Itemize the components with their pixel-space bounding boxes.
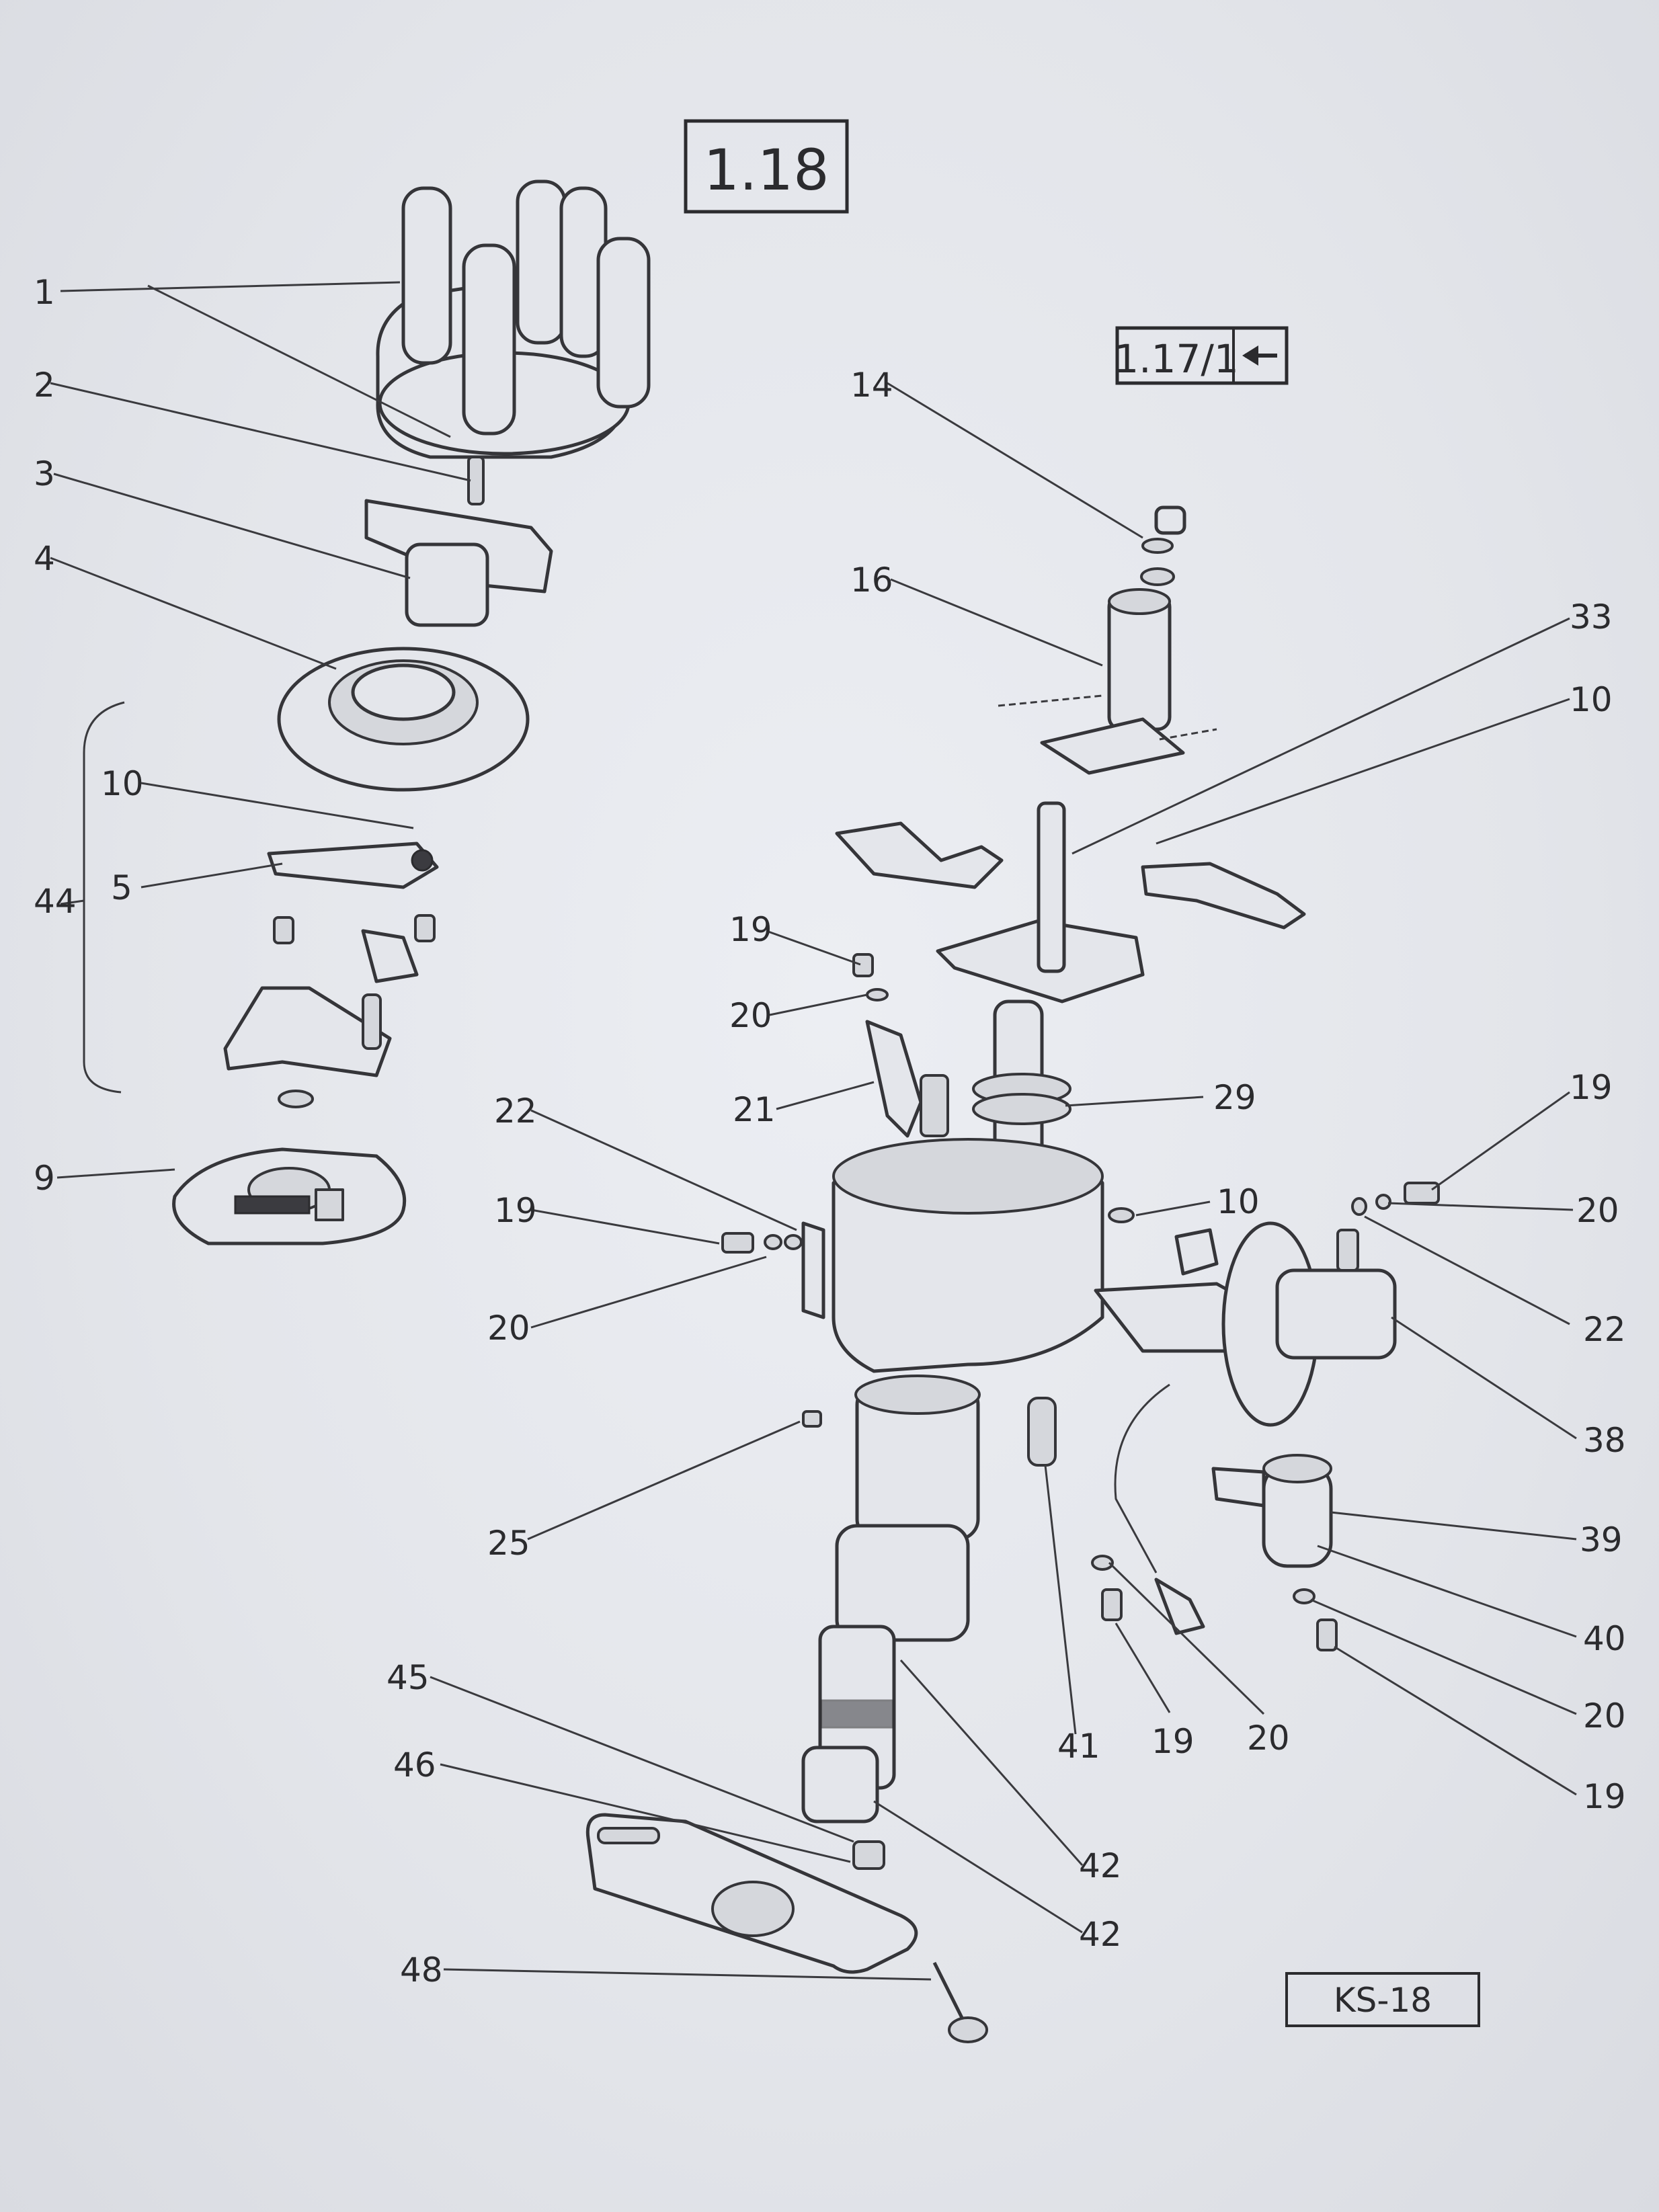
- callout-4: 4: [34, 539, 55, 578]
- spring-contact-drawing: [467, 456, 485, 505]
- callout-19-lower-right: 19: [1583, 1777, 1626, 1816]
- callout-19-lower: 19: [1151, 1722, 1195, 1761]
- callout-20-upper: 20: [729, 996, 772, 1035]
- reference-box: 1.17/1: [1114, 326, 1289, 385]
- callout-10-center: 10: [1217, 1182, 1260, 1221]
- arrow-left-icon: [1242, 345, 1277, 366]
- callout-19-upper: 19: [729, 910, 772, 949]
- callout-1: 1: [34, 273, 55, 312]
- centrifugal-weights-drawing: [835, 821, 1306, 930]
- small-hardware-drawing: [721, 953, 1440, 1651]
- callout-41: 41: [1057, 1727, 1100, 1766]
- callout-38: 38: [1583, 1421, 1626, 1460]
- clamp-plate-drawing: [585, 1813, 988, 2043]
- breaker-plate-drawing: [172, 1147, 407, 1245]
- callout-2: 2: [34, 366, 55, 405]
- callout-10-right: 10: [1570, 680, 1613, 719]
- callout-14: 14: [850, 366, 893, 405]
- callout-16: 16: [850, 561, 893, 600]
- callout-19-right: 19: [1570, 1068, 1613, 1107]
- callout-48: 48: [400, 1951, 443, 1990]
- figure-number-box: 1.18: [684, 119, 849, 214]
- callout-44: 44: [34, 882, 77, 921]
- callout-42-lower: 42: [1079, 1915, 1122, 1954]
- breaker-points-set-drawing: [223, 842, 439, 1108]
- distributor-housing-drawing: [801, 1138, 1104, 1642]
- callout-21: 21: [733, 1090, 776, 1129]
- callout-25: 25: [487, 1524, 530, 1563]
- distributor-cap-drawing: [376, 179, 651, 459]
- dust-cover-drawing: [277, 647, 530, 792]
- assembly-bracket: [83, 701, 125, 1094]
- callout-22-right: 22: [1583, 1310, 1626, 1349]
- figure-number: 1.18: [703, 137, 829, 203]
- reference-label: 1.17/1: [1114, 336, 1239, 382]
- callout-39: 39: [1580, 1520, 1623, 1559]
- callout-40: 40: [1583, 1619, 1626, 1658]
- callout-22-left: 22: [494, 1092, 537, 1131]
- felt-washer-drawing: [1140, 505, 1186, 586]
- callout-45: 45: [387, 1658, 430, 1697]
- callout-3: 3: [34, 454, 55, 493]
- callout-20-left: 20: [487, 1309, 530, 1348]
- callout-20-lower: 20: [1247, 1719, 1290, 1758]
- drive-gear-and-coupling-drawing: [801, 1625, 896, 1824]
- callout-46: 46: [393, 1746, 436, 1785]
- breaker-arm-clip-drawing: [865, 1020, 949, 1138]
- callout-33: 33: [1570, 598, 1613, 637]
- rotor-arm-drawing: [364, 499, 553, 627]
- callout-42-upper: 42: [1079, 1846, 1122, 1885]
- callout-29: 29: [1213, 1078, 1256, 1117]
- callout-5: 5: [111, 868, 132, 907]
- drawing-code-box: KS-18: [1285, 1972, 1480, 2027]
- callout-19-left: 19: [494, 1191, 537, 1230]
- callout-9: 9: [34, 1159, 55, 1198]
- drawing-code: KS-18: [1334, 1981, 1432, 2020]
- callout-20-right: 20: [1576, 1191, 1619, 1230]
- cam-assembly-drawing: [998, 588, 1217, 775]
- callout-20-lower-right: 20: [1583, 1696, 1626, 1735]
- leader-lines: [50, 281, 1577, 1981]
- vacuum-unit-drawing: [1094, 1221, 1397, 1427]
- callout-10-left: 10: [101, 764, 144, 803]
- callout-labels: 1 2 3 4 44 10 5 9 14 16 33 10 19 20 21 2…: [34, 273, 1626, 1990]
- condenser-drawing: [1114, 1383, 1333, 1635]
